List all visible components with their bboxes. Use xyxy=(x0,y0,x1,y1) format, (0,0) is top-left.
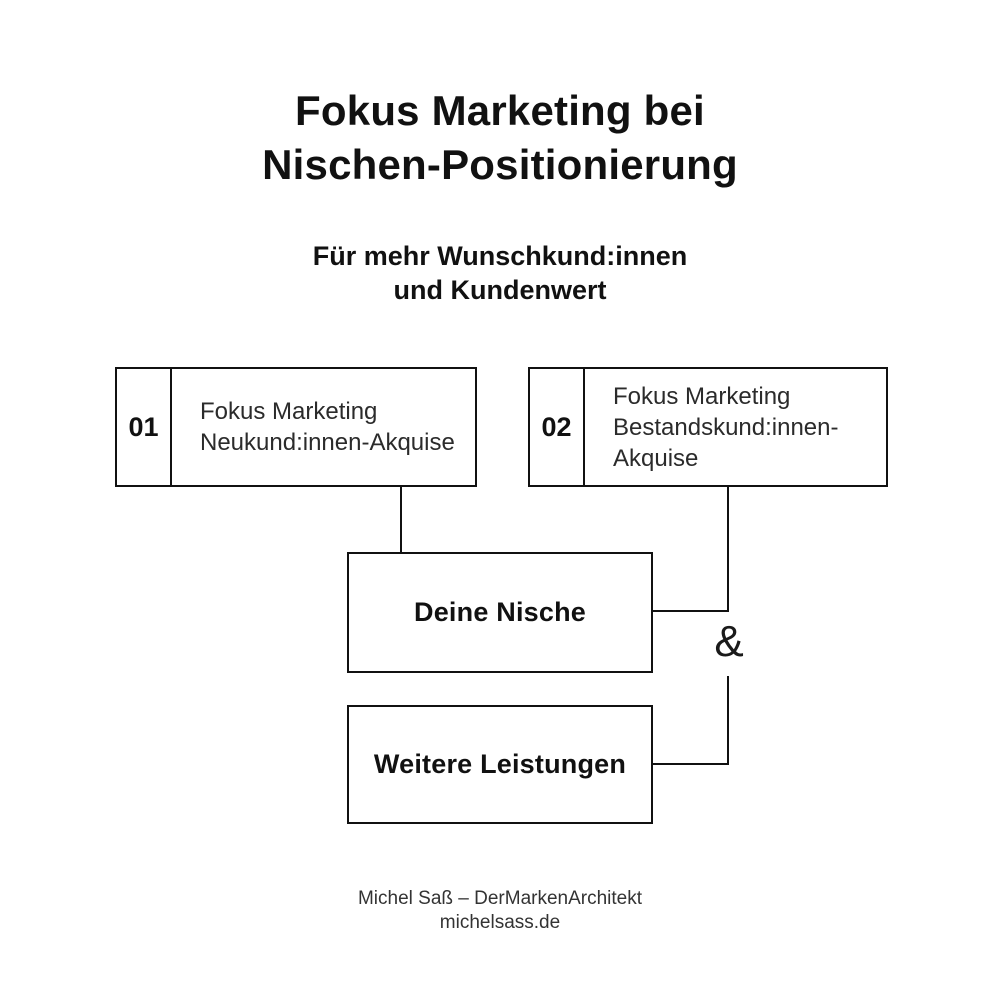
connector-bestandskunden-to-nische xyxy=(653,610,729,612)
node-deine-nische-box: Deine Nische xyxy=(347,552,653,673)
page-title-line-2: Nischen-Positionierung xyxy=(262,141,738,188)
node-neukunden-box: 01 Fokus Marketing Neukund:innen-Akquise xyxy=(115,367,477,487)
node-weitere-leistungen-label: Weitere Leistungen xyxy=(373,749,627,779)
footer-author: Michel Saß – DerMarkenArchitekt xyxy=(357,888,643,909)
page-subtitle-line-2: und Kundenwert xyxy=(393,275,607,305)
footer: Michel Saß – DerMarkenArchitekt michelsa… xyxy=(0,887,1000,935)
connector-to-weitere-leistungen xyxy=(653,763,729,765)
node-bestandskunden-label: Fokus Marketing Bestandskund:innen- Akqu… xyxy=(613,382,839,472)
footer-website: michelsass.de xyxy=(439,912,561,933)
connector-neukunden-to-nische xyxy=(400,487,402,552)
page-subtitle: Für mehr Wunschkund:innen und Kundenwert xyxy=(0,239,1000,307)
node-neukunden-label: Fokus Marketing Neukund:innen-Akquise xyxy=(200,398,455,456)
node-bestandskunden-number-badge: 02 xyxy=(530,369,585,485)
node-neukunden-number-badge: 01 xyxy=(117,369,172,485)
connector-bestandskunden-vertical xyxy=(727,487,729,612)
page-subtitle-line-1: Für mehr Wunschkund:innen xyxy=(312,241,688,271)
ampersand-symbol: & xyxy=(714,617,744,666)
page-title-line-1: Fokus Marketing bei xyxy=(295,87,705,134)
node-bestandskunden-box: 02 Fokus Marketing Bestandskund:innen- A… xyxy=(528,367,888,487)
node-deine-nische-label: Deine Nische xyxy=(414,597,586,627)
node-weitere-leistungen-box: Weitere Leistungen xyxy=(347,705,653,824)
connector-ampersand-vertical xyxy=(727,676,729,765)
page-title: Fokus Marketing bei Nischen-Positionieru… xyxy=(0,84,1000,192)
